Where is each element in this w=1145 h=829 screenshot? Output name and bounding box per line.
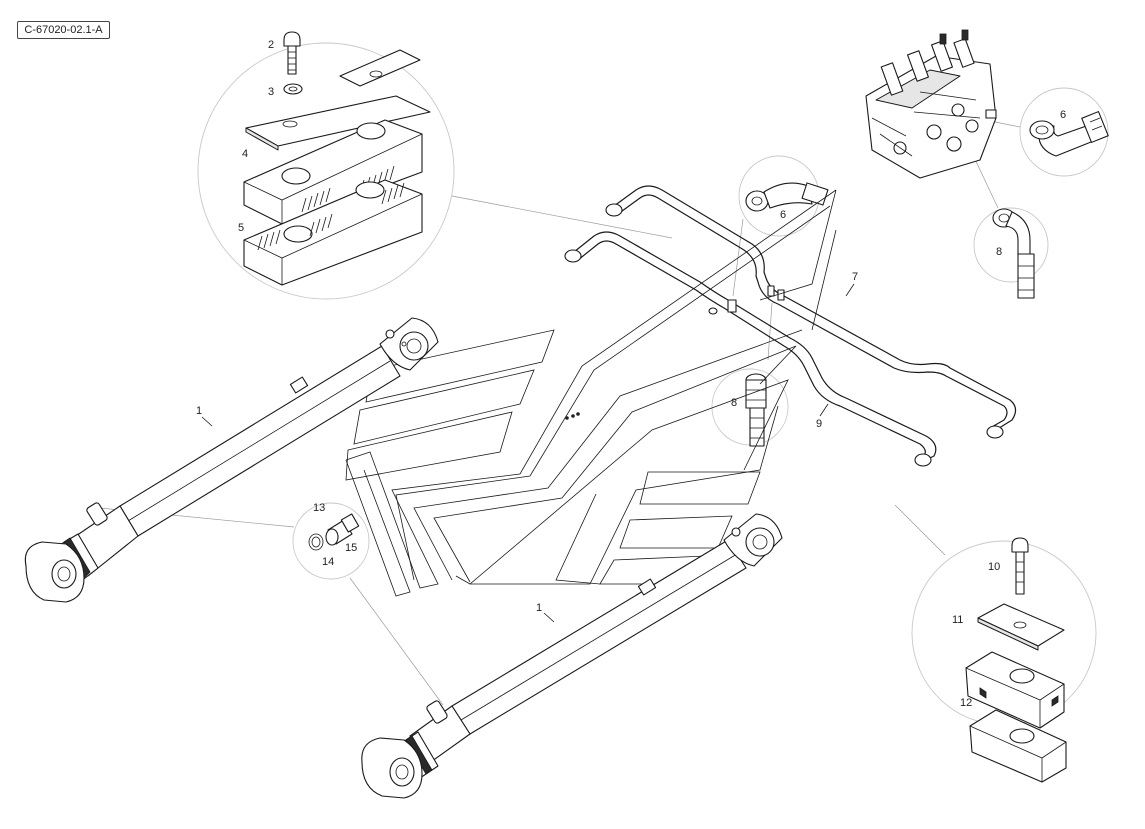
- callout-9: 9: [816, 418, 822, 430]
- callout-6-center-fitting: 6: [780, 209, 786, 221]
- callout-1-upper-cylinder: 1: [196, 405, 202, 417]
- elbow-fitting-detail: [1029, 111, 1109, 157]
- callout-10: 10: [988, 561, 1000, 573]
- hydraulic-tube-9: [564, 231, 937, 467]
- bolt-part: [283, 31, 301, 75]
- callout-13: 13: [313, 502, 325, 514]
- callout-3: 3: [268, 86, 274, 98]
- control-valve-block: [865, 29, 997, 179]
- reference-code-label: C-67020-02.1-A: [17, 21, 110, 39]
- callout-2: 2: [268, 39, 274, 51]
- callout-11: 11: [952, 614, 963, 626]
- hydraulic-tube-7: [605, 185, 1017, 439]
- straight-fitting-detail: [992, 208, 1035, 299]
- callout-6-valve-fitting: 6: [1060, 109, 1066, 121]
- clamp-assembly-detail: [243, 31, 431, 286]
- callout-7: 7: [852, 271, 858, 283]
- callout-8-center-fitting: 8: [731, 397, 737, 409]
- callout-4: 4: [242, 148, 248, 160]
- hydraulic-cylinder-upper: [24, 317, 439, 603]
- callout-14: 14: [322, 556, 334, 568]
- callout-5: 5: [238, 222, 244, 234]
- clamp-detail-lower-right: [965, 537, 1067, 783]
- washer-part: [283, 83, 303, 95]
- upper-clamp-half-part: [243, 119, 423, 225]
- grease-fitting-detail: [308, 513, 360, 551]
- callout-12: 12: [960, 697, 972, 709]
- callout-8-right-fitting: 8: [996, 246, 1002, 258]
- leader-lines: [99, 119, 1021, 706]
- tube-fittings: [708, 285, 785, 315]
- callout-numbers: 1 1 2 3 4 5 6 6 7 8 8 9 10 11 12 13 14 1…: [196, 39, 1066, 709]
- callout-1-lower-cylinder: 1: [536, 602, 542, 614]
- hydraulic-cylinder-lower: [361, 513, 783, 799]
- lower-clamp-half-part: [243, 179, 423, 286]
- elbow-fitting-center: [745, 182, 829, 212]
- callout-15: 15: [345, 542, 357, 554]
